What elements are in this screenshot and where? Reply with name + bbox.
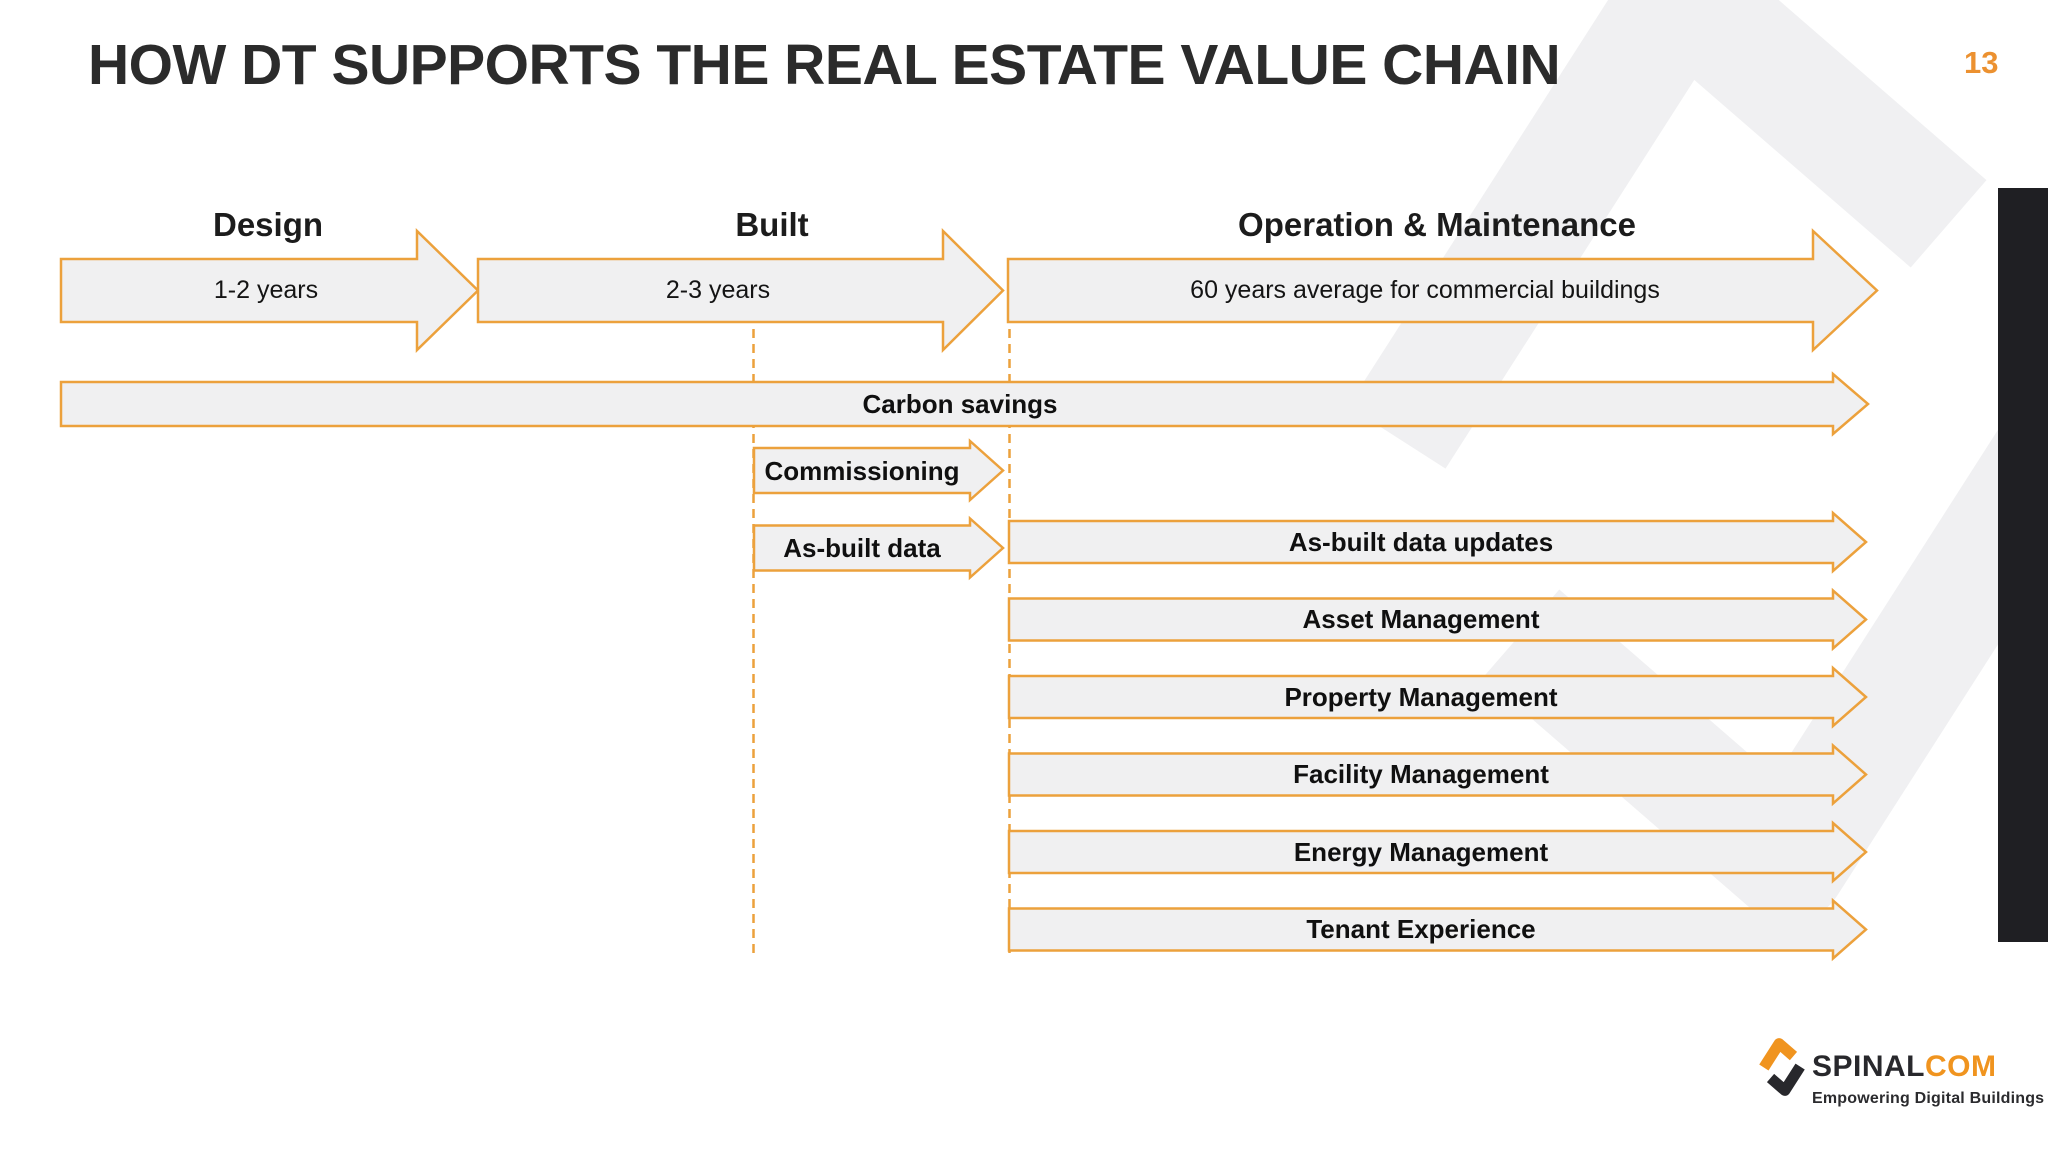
om-duration-label: 60 years average for commercial building… [1190,276,1660,304]
built-duration-label: 2-3 years [665,276,771,304]
om-row-label-tenant-experience: Tenant Experience [1306,914,1536,944]
om-row-label-asset-management: Asset Management [1302,604,1540,634]
logo-wordmark-secondary: COM [1925,1050,1997,1083]
design-duration-label: 1-2 years [213,276,319,304]
om-row-label-facility-management: Facility Management [1293,759,1549,789]
logo-tagline: Empowering Digital Buildings [1812,1090,2045,1107]
page-title: HOW DT SUPPORTS THE REAL ESTATE VALUE CH… [88,33,1561,97]
spinalcom-logo-wordmark: SPINALCOM [1812,1050,1997,1084]
page-number: 13 [1964,45,1999,80]
phase-header-built: Built [735,206,809,243]
spinalcom-logo-icon [1759,1038,1805,1096]
om-row-label-as-built-data-updates: As-built data updates [1288,527,1554,557]
om-row-label-property-management: Property Management [1284,682,1558,712]
as-built-data-label: As-built data [783,533,941,563]
carbon-savings-label: Carbon savings [862,389,1058,419]
phase-header-operation-maintenance: Operation & Maintenance [1238,206,1636,243]
phase-header-design: Design [212,206,324,243]
right-edge-accent-bar [1998,188,2048,942]
commissioning-label: Commissioning [764,456,960,486]
logo-wordmark-primary: SPINAL [1812,1050,1926,1083]
om-row-label-energy-management: Energy Management [1293,837,1549,867]
